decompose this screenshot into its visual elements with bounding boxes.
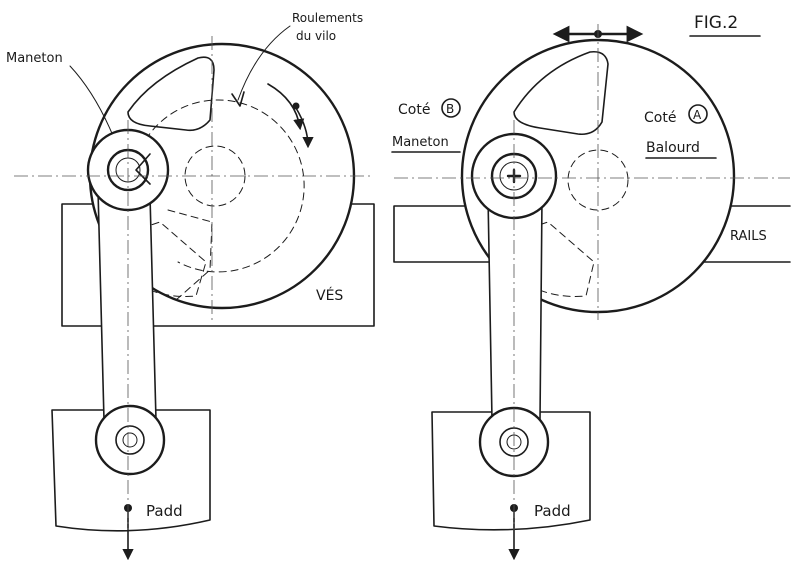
left-pedal-pin [115,425,145,455]
left-rotation-pivot [292,102,300,110]
right-wheel-window [513,50,609,136]
left-connecting-rod [97,189,157,421]
left-big-end [94,404,166,476]
right-label-padd: Padd [534,502,571,520]
right-hub [567,149,629,211]
right-label-side-a-letter: A [693,108,702,122]
figure-title: FIG.2 [694,13,738,33]
right-label-maneton: Maneton [392,135,449,150]
left-hidden-disk [139,99,305,273]
left-wheel-window [127,56,215,132]
right-label-rails: RAILS [730,229,767,244]
right-label-side-b: Coté [398,102,430,118]
left-label-bearings-1: Roulements [292,11,363,25]
right-connecting-rod [487,195,543,421]
left-rotation-arrow [267,83,305,131]
left-label-padd: Padd [146,502,183,520]
left-label-frame: VÉS [316,287,343,304]
left-label-bearings-2: du vilo [296,29,336,43]
right-view: FIG.2 Coté B Maneton Coté A Balourd RAIL… [391,13,791,561]
left-view: Maneton Roulements du vilo VÉS Padd [6,11,375,561]
left-hub [184,145,246,207]
right-label-side-b-letter: B [446,102,454,116]
right-label-side-a: Coté [644,110,676,126]
right-label-balourd: Balourd [646,140,700,156]
left-label-maneton: Maneton [6,51,63,66]
left-bearing-pointer [237,25,291,101]
